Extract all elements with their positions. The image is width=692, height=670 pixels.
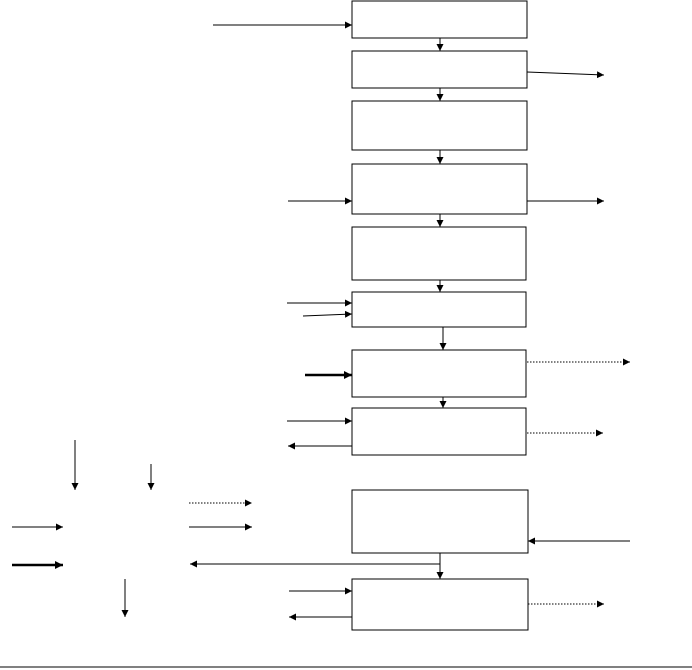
process-box-9: [351, 489, 529, 554]
output-arrow-box-2: [526, 71, 605, 79]
process-box-1: [351, 0, 528, 39]
process-box-7: [351, 349, 527, 398]
process-box-8: [351, 407, 527, 456]
process-box-10: [351, 578, 529, 631]
input-arrow-box-6-b: [302, 310, 353, 318]
process-box-6: [351, 291, 527, 328]
process-box-5: [351, 226, 527, 281]
connector-arrow-6-7: [439, 326, 447, 350]
process-box-2: [351, 50, 528, 89]
process-box-3: [351, 100, 528, 151]
process-box-4: [351, 163, 528, 215]
